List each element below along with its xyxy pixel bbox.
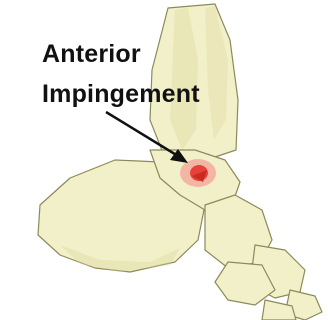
label-anterior: Anterior: [42, 42, 141, 67]
midfoot-bones: [205, 195, 322, 320]
impingement-spot: [180, 159, 216, 187]
label-impingement: Impingement: [42, 82, 200, 107]
